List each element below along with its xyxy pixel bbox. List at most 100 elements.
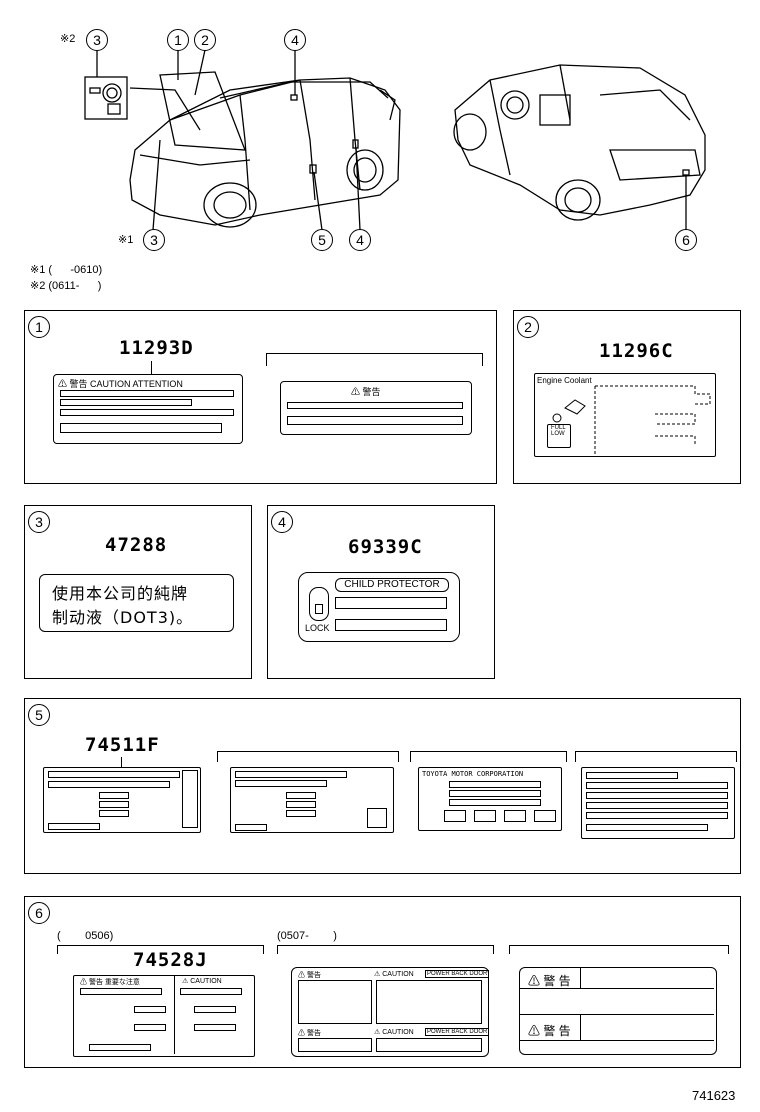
text-line <box>286 792 316 799</box>
coolant-low-mark: LOW <box>551 431 565 437</box>
cell <box>580 968 581 988</box>
caution-label-b: ⚠ 警告 <box>280 381 472 435</box>
back-door-label-1: ⚠ 警告 重要な注意 ⚠ CAUTION <box>73 975 255 1057</box>
panel-3-number: 3 <box>28 511 50 533</box>
panel-2: 2 11296C Engine Coolant FULL LOW <box>513 310 741 484</box>
back-door-label-1-left-header: ⚠ 警告 重要な注意 <box>80 979 140 986</box>
callout-4-top: 4 <box>284 29 306 51</box>
text-line <box>235 824 267 831</box>
spec-label-1 <box>43 767 201 833</box>
text-line <box>235 780 327 787</box>
cell <box>376 1038 482 1052</box>
text-line <box>286 810 316 817</box>
text-line <box>134 1024 166 1031</box>
text-line <box>48 823 100 830</box>
panel-3: 3 47288 使用本公司的純牌 制动液（DOT3)。 <box>24 505 252 679</box>
note-line-1: ※1 ( -0610) <box>30 264 103 276</box>
figure-code: 741623 <box>692 1088 736 1103</box>
spec-label-1-side <box>182 770 198 828</box>
cell <box>520 1014 714 1015</box>
spec-label-3-cell <box>534 810 556 822</box>
callout-6-bottom: 6 <box>675 229 697 251</box>
vehicle-illustration: 3 ※2 1 2 4 ※1 3 5 4 6 ※1 ( -0610) ※2 (06… <box>0 0 760 300</box>
bracket-2 <box>217 751 399 762</box>
coolant-full-mark: FULL <box>551 425 566 431</box>
brake-fluid-label: 使用本公司的純牌 制动液（DOT3)。 <box>39 574 234 632</box>
text-line <box>287 402 463 409</box>
cell <box>520 1040 714 1041</box>
divider <box>174 976 175 1054</box>
text-line <box>134 1006 166 1013</box>
text-line <box>194 1006 236 1013</box>
text-line <box>287 416 463 425</box>
panel-5-number: 5 <box>28 704 50 726</box>
callout-4-bottom: 4 <box>349 229 371 251</box>
coolant-label-header: Engine Coolant <box>537 376 592 385</box>
back-door-label-2-h3: POWER BACK DOOR <box>425 970 490 978</box>
back-door-label-2-f3: POWER BACK DOOR <box>425 1028 490 1036</box>
panel-4: 4 69339C CHILD PROTECTOR LOCK <box>267 505 495 679</box>
text-line <box>335 597 447 609</box>
panel-4-part-number: 69339C <box>348 536 423 558</box>
panel-6: 6 ( 0506) (0507- ) 74528J ⚠ 警告 重要な注意 ⚠ C… <box>24 896 741 1068</box>
panel-5: 5 74511F TOYOTA MOTOR CORPORATION <box>24 698 741 874</box>
caution-label-b-header: ⚠ 警告 <box>351 387 381 397</box>
text-line <box>449 790 541 797</box>
note-mark-1: ※1 <box>118 234 134 246</box>
bracket-3 <box>509 945 729 954</box>
text-line <box>586 812 728 819</box>
panel-3-part-number: 47288 <box>105 534 168 556</box>
panel-5-part-number: 74511F <box>85 734 160 756</box>
coolant-reservoir-icon: FULL LOW <box>547 424 571 448</box>
text-line <box>99 801 129 808</box>
spec-label-3-cell <box>504 810 526 822</box>
caution-label-a: ⚠ 警告 CAUTION ATTENTION <box>53 374 243 444</box>
leader-line <box>121 757 122 767</box>
lock-switch-icon <box>309 587 329 621</box>
text-line <box>180 988 242 995</box>
spec-label-3-cell <box>444 810 466 822</box>
text-line <box>449 781 541 788</box>
bracket-1 <box>57 945 264 954</box>
back-door-label-3-footer: ⚠ 警 告 <box>528 1024 571 1038</box>
cell <box>376 980 482 1024</box>
panel-4-number: 4 <box>271 511 293 533</box>
spec-label-3: TOYOTA MOTOR CORPORATION <box>418 767 562 831</box>
back-door-label-3: ⚠ 警 告 ⚠ 警 告 <box>519 967 717 1055</box>
text-line <box>89 1044 151 1051</box>
panel-2-number: 2 <box>517 316 539 338</box>
text-line <box>586 792 728 799</box>
text-line <box>449 799 541 806</box>
callout-2-top: 2 <box>194 29 216 51</box>
note-mark-2: ※2 <box>60 33 76 45</box>
cell <box>520 988 714 989</box>
text-line <box>286 801 316 808</box>
text-line <box>235 771 347 778</box>
bracket-3 <box>410 751 567 762</box>
range-b-text: (0507- ) <box>277 930 337 942</box>
panel-1-part-number: 11293D <box>119 337 194 359</box>
panel-6-part-number: 74528J <box>133 949 208 971</box>
callout-1-top: 1 <box>167 29 189 51</box>
callout-3-bottom: 3 <box>143 229 165 251</box>
child-protector-label: CHILD PROTECTOR LOCK <box>298 572 460 642</box>
panel-1: 1 11293D ⚠ 警告 CAUTION ATTENTION ⚠ 警告 <box>24 310 497 484</box>
spec-label-4 <box>581 767 735 839</box>
note-line-2: ※2 (0611- ) <box>30 280 102 292</box>
back-door-label-2-h2: ⚠ CAUTION <box>374 971 414 978</box>
text-line <box>60 390 234 397</box>
bracket-b <box>266 353 483 366</box>
back-door-label-2-f2: ⚠ CAUTION <box>374 1029 414 1036</box>
text-line <box>60 399 192 406</box>
text-line <box>586 824 708 831</box>
coolant-label: Engine Coolant FULL LOW <box>534 373 716 457</box>
lock-switch-knob <box>315 604 323 614</box>
bracket-2 <box>277 945 494 954</box>
text-line <box>60 423 222 433</box>
cell <box>298 980 372 1024</box>
text-line <box>194 1024 236 1031</box>
callout-3-top: 3 <box>86 29 108 51</box>
cell <box>580 1014 581 1040</box>
leader-line <box>151 361 152 375</box>
brake-fluid-line-1: 使用本公司的純牌 <box>52 584 189 603</box>
